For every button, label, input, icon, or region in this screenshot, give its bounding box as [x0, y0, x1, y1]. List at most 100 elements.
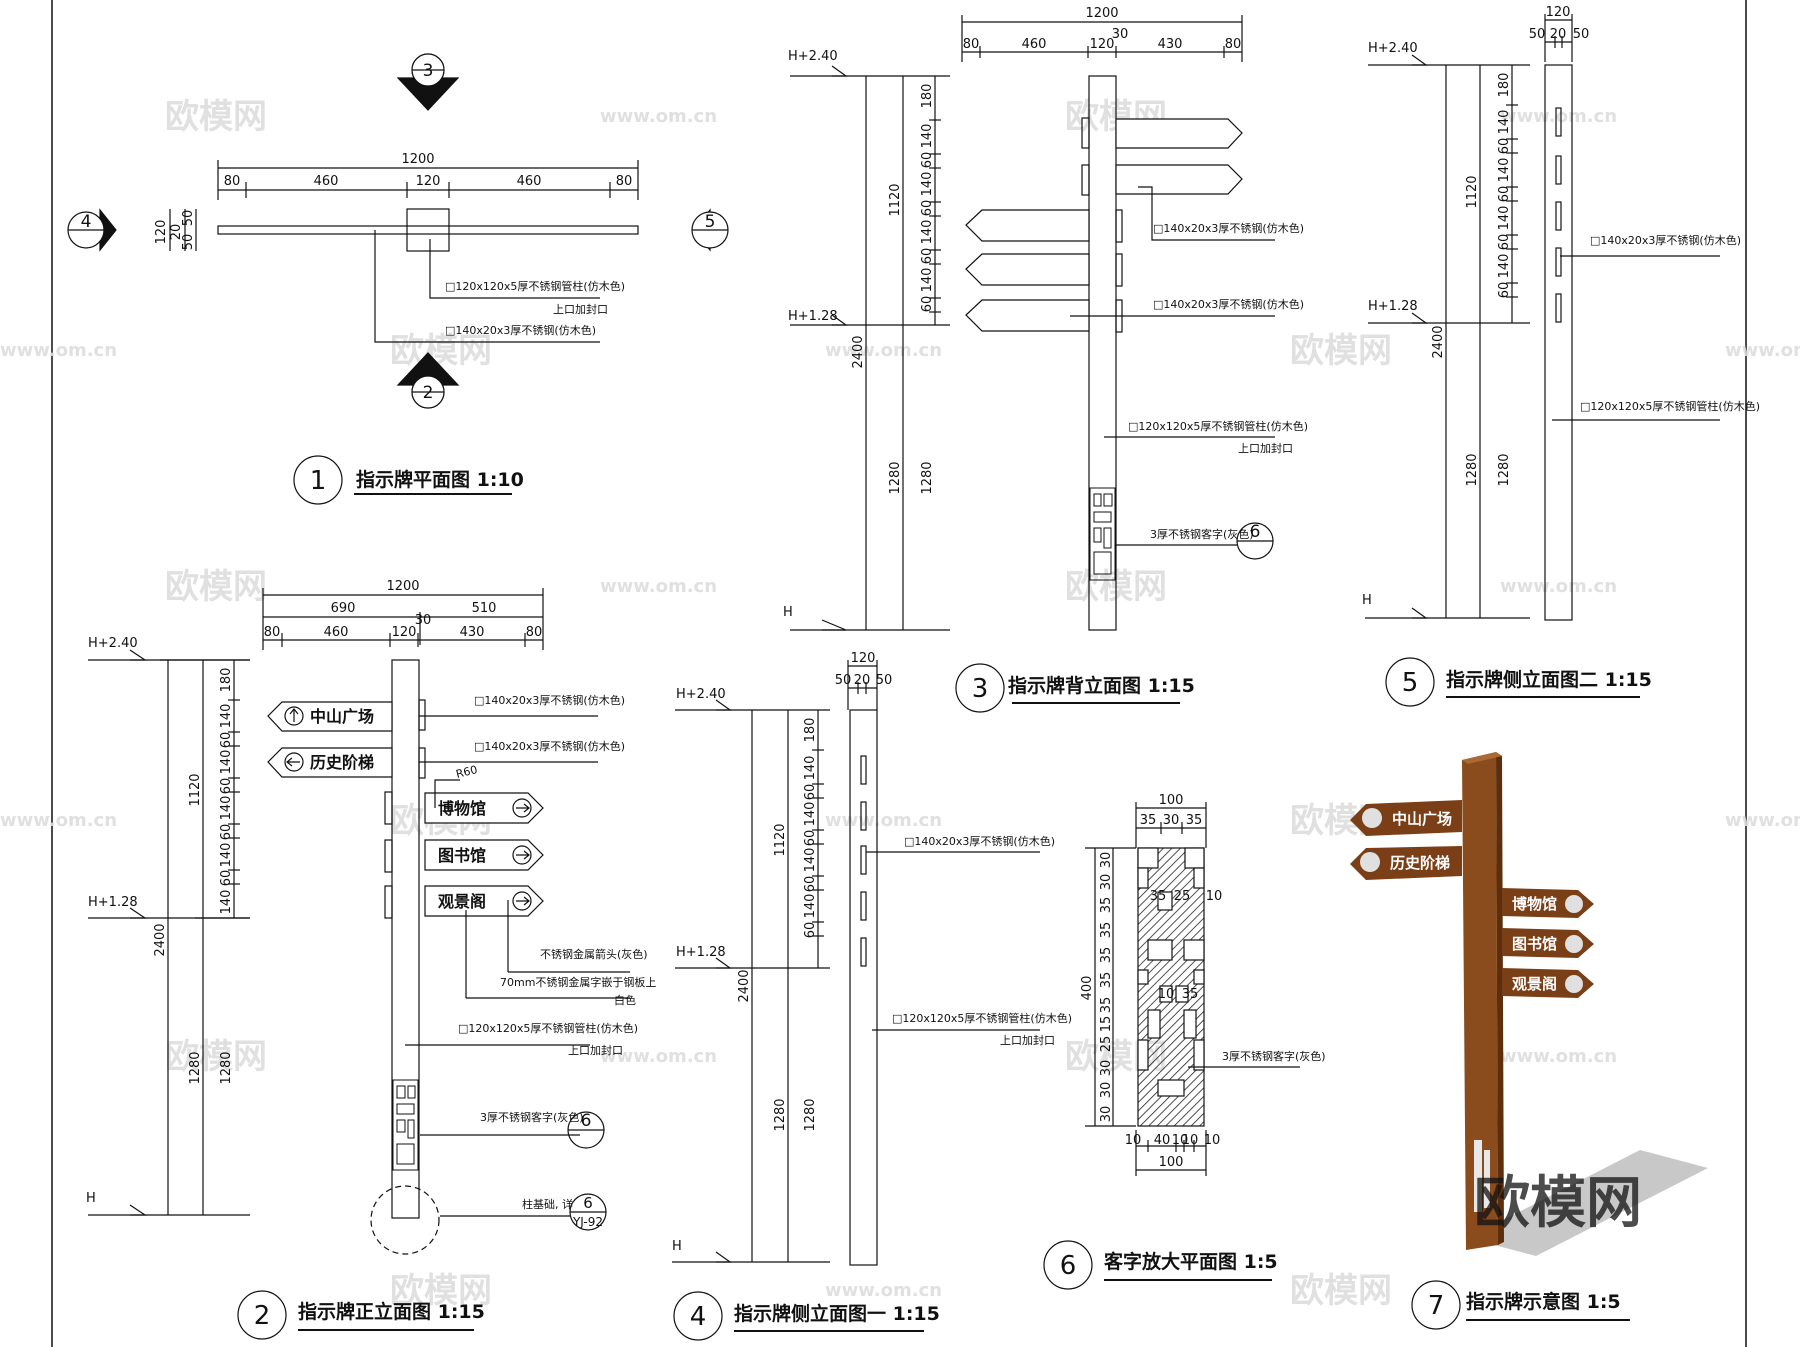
svg-text:140: 140 — [219, 704, 234, 729]
svg-text:1200: 1200 — [1085, 6, 1118, 21]
svg-text:4: 4 — [690, 1302, 707, 1332]
svg-text:6: 6 — [583, 1194, 593, 1212]
svg-text:30: 30 — [1163, 813, 1180, 828]
svg-text:上口加封口: 上口加封口 — [568, 1043, 623, 1057]
svg-text:1280: 1280 — [888, 461, 903, 494]
svg-text:柱基础, 详: 柱基础, 详 — [522, 1197, 573, 1211]
svg-text:120: 120 — [1090, 37, 1115, 52]
svg-text:50: 50 — [181, 210, 196, 227]
svg-text:30: 30 — [415, 613, 432, 628]
svg-text:120: 120 — [851, 651, 876, 666]
svg-text:指示牌侧立面图一 1:15: 指示牌侧立面图一 1:15 — [734, 1302, 940, 1325]
svg-text:60: 60 — [920, 200, 935, 217]
svg-text:100: 100 — [1159, 1155, 1184, 1170]
svg-text:40: 40 — [1154, 1133, 1171, 1148]
svg-text:180: 180 — [803, 718, 818, 743]
svg-text:3厚不锈钢客字(灰色): 3厚不锈钢客字(灰色) — [1150, 527, 1254, 541]
svg-text:www.om.cn: www.om.cn — [1500, 1046, 1617, 1067]
svg-text:25: 25 — [1174, 889, 1191, 904]
svg-text:140: 140 — [1497, 254, 1512, 279]
svg-text:140: 140 — [219, 843, 234, 868]
svg-text:140: 140 — [219, 750, 234, 775]
svg-text:指示牌背立面图 1:15: 指示牌背立面图 1:15 — [1008, 674, 1195, 697]
svg-text:欧模网: 欧模网 — [390, 331, 492, 371]
svg-text:690: 690 — [331, 601, 356, 616]
svg-text:www.om.cn: www.om.cn — [1725, 340, 1800, 361]
view3-labels: 1200 80 460 120 430 80 30 H+2.40 H+1.28 … — [783, 6, 1308, 704]
svg-text:图书馆: 图书馆 — [438, 846, 486, 865]
svg-text:欧模网: 欧模网 — [165, 567, 267, 607]
svg-text:www.om.cn: www.om.cn — [600, 1046, 717, 1067]
svg-text:www.om.cn: www.om.cn — [1500, 576, 1617, 597]
svg-text:3厚不锈钢客字(灰色): 3厚不锈钢客字(灰色) — [1222, 1049, 1326, 1063]
svg-text:35: 35 — [1099, 897, 1114, 914]
svg-text:指示牌正立面图 1:15: 指示牌正立面图 1:15 — [298, 1300, 485, 1323]
svg-text:180: 180 — [920, 84, 935, 109]
view1-plan — [67, 53, 729, 505]
svg-text:60: 60 — [219, 824, 234, 841]
view2-labels: 1200 690 510 80 460 120 430 80 30 H+2.40… — [86, 579, 656, 1331]
svg-text:10: 10 — [1158, 987, 1175, 1002]
svg-text:30: 30 — [1099, 1106, 1114, 1123]
svg-text:6: 6 — [1250, 522, 1261, 542]
svg-text:60: 60 — [803, 784, 818, 801]
svg-text:140: 140 — [1497, 158, 1512, 183]
svg-text:□140x20x3厚不锈钢(仿木色): □140x20x3厚不锈钢(仿木色) — [445, 323, 596, 337]
svg-text:2400: 2400 — [851, 335, 866, 368]
svg-text:博物馆: 博物馆 — [1512, 895, 1557, 913]
svg-text:5: 5 — [1402, 668, 1419, 698]
svg-text:www.om.cn: www.om.cn — [600, 576, 717, 597]
svg-text:120: 120 — [154, 220, 169, 245]
svg-text:60: 60 — [1497, 282, 1512, 299]
svg-text:35: 35 — [1099, 972, 1114, 989]
svg-text:1280: 1280 — [803, 1098, 818, 1131]
svg-text:观景阁: 观景阁 — [438, 892, 486, 911]
svg-text:20: 20 — [854, 673, 871, 688]
svg-text:15: 15 — [1099, 1016, 1114, 1033]
svg-text:140: 140 — [920, 220, 935, 245]
svg-text:指示牌示意图 1:5: 指示牌示意图 1:5 — [1466, 1290, 1621, 1313]
svg-text:60: 60 — [219, 870, 234, 887]
svg-text:2400: 2400 — [737, 969, 752, 1002]
svg-text:140: 140 — [920, 124, 935, 149]
svg-text:60: 60 — [219, 732, 234, 749]
svg-text:1120: 1120 — [888, 183, 903, 216]
svg-text:180: 180 — [1497, 73, 1512, 98]
view6-character-detail — [1043, 802, 1300, 1290]
svg-text:70mm不锈钢金属字嵌于钢板上: 70mm不锈钢金属字嵌于钢板上 — [500, 975, 656, 989]
svg-text:140: 140 — [803, 894, 818, 919]
svg-text:460: 460 — [517, 174, 542, 189]
svg-text:博物馆: 博物馆 — [438, 799, 486, 818]
svg-text:30: 30 — [1099, 1082, 1114, 1099]
svg-text:H: H — [1362, 593, 1372, 608]
svg-text:1280: 1280 — [1497, 453, 1512, 486]
svg-text:460: 460 — [324, 625, 349, 640]
svg-text:35: 35 — [1099, 947, 1114, 964]
svg-text:指示牌平面图 1:10: 指示牌平面图 1:10 — [356, 468, 524, 491]
svg-text:50: 50 — [876, 673, 893, 688]
svg-text:80: 80 — [264, 625, 281, 640]
svg-text:3厚不锈钢客字(灰色): 3厚不锈钢客字(灰色) — [480, 1110, 584, 1124]
svg-text:□140x20x3厚不锈钢(仿木色): □140x20x3厚不锈钢(仿木色) — [1153, 297, 1304, 311]
svg-text:1280: 1280 — [219, 1051, 234, 1084]
view7-labels: 中山广场 历史阶梯 博物馆 图书馆 观景阁 欧模网 7 指示牌示意图 1:5 — [1390, 810, 1642, 1330]
svg-text:80: 80 — [526, 625, 543, 640]
svg-text:35: 35 — [1140, 813, 1157, 828]
svg-text:35: 35 — [1150, 889, 1167, 904]
svg-text:H+1.28: H+1.28 — [88, 895, 138, 910]
svg-text:www.om.cn: www.om.cn — [825, 810, 942, 831]
svg-text:7: 7 — [1428, 1291, 1445, 1321]
svg-text:20: 20 — [169, 224, 184, 241]
svg-text:白色: 白色 — [614, 993, 636, 1007]
svg-text:欧模网: 欧模网 — [1474, 1171, 1642, 1236]
svg-text:□120x120x5厚不锈钢管柱(仿木色): □120x120x5厚不锈钢管柱(仿木色) — [458, 1021, 638, 1035]
svg-text:YJ-92: YJ-92 — [572, 1215, 603, 1229]
svg-text:35: 35 — [1099, 922, 1114, 939]
svg-text:www.om.cn: www.om.cn — [0, 810, 117, 831]
svg-text:10: 10 — [1204, 1133, 1221, 1148]
svg-text:60: 60 — [920, 296, 935, 313]
svg-text:60: 60 — [1497, 234, 1512, 251]
svg-text:60: 60 — [1497, 186, 1512, 203]
svg-text:80: 80 — [224, 174, 241, 189]
svg-text:图书馆: 图书馆 — [1512, 935, 1557, 953]
